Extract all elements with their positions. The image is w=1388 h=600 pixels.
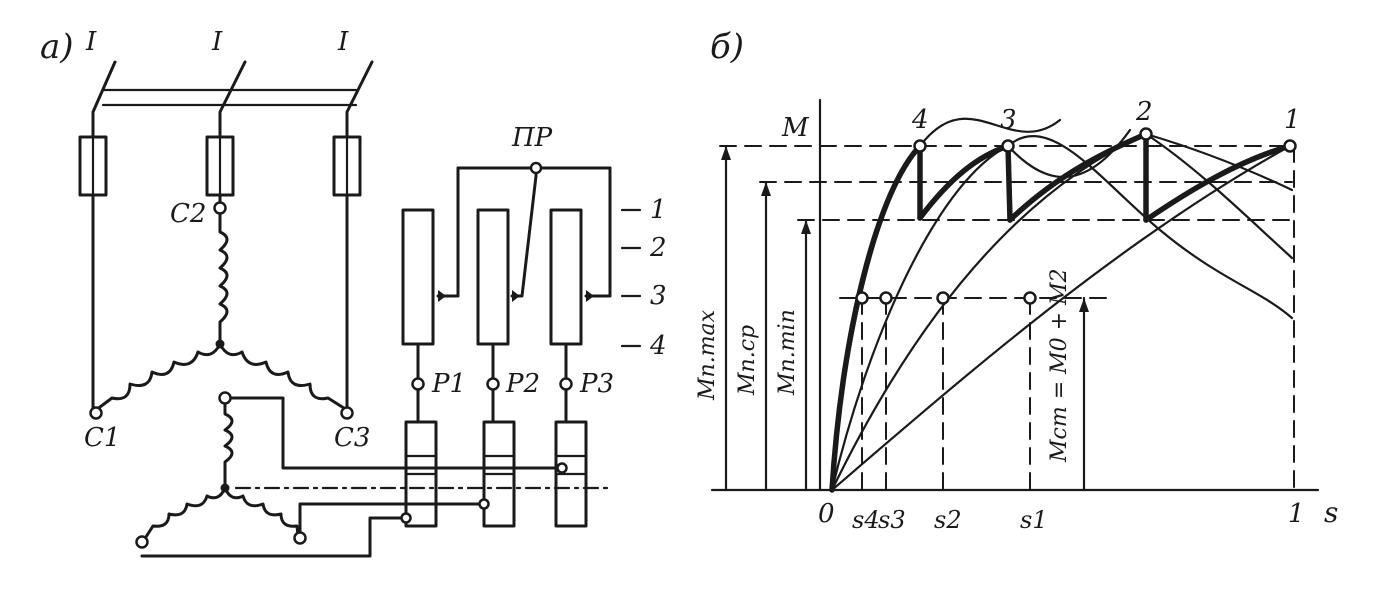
label-m-max: Мп.max — [695, 309, 720, 401]
rotor-winding — [135, 391, 612, 558]
tick-label-s2: s2 — [934, 506, 962, 534]
curve-points — [855, 127, 1297, 305]
y-axis-label: М — [781, 113, 810, 143]
tick-label-1: 1 — [1288, 499, 1305, 529]
switch-label: ПР — [511, 123, 553, 153]
curve-1-tail — [1144, 132, 1294, 192]
panel-a-label: а) — [40, 27, 74, 67]
terminal-c1: С1 — [84, 423, 120, 453]
position-label-4: 4 — [649, 331, 667, 361]
resistor-label-3: Р3 — [579, 369, 614, 399]
curve-label-1: 1 — [1284, 105, 1301, 135]
label-m-min: Мп.min — [775, 309, 800, 396]
resistor-label-2: Р2 — [505, 369, 540, 399]
curve-3 — [830, 135, 1294, 492]
moment-dimensions — [721, 144, 1089, 492]
tick-label-s3: s3 — [878, 506, 906, 534]
panel-b-label: б) — [710, 27, 744, 67]
curve-label-3: 3 — [1000, 105, 1017, 135]
stator-winding — [89, 201, 354, 420]
starting-rheostats — [401, 161, 642, 424]
curve-label-2: 2 — [1135, 97, 1153, 127]
tick-label-s1: s1 — [1020, 506, 1048, 534]
fuses — [78, 135, 362, 412]
phase-mark-3: I — [337, 27, 349, 57]
position-label-3: 3 — [650, 281, 667, 311]
tick-label-s4: s4 — [852, 506, 880, 534]
terminal-c3: С3 — [334, 423, 370, 453]
panel-b-characteristics: б) М s Мп.max Мп.ср Мп.min Мст = М0 + М2 — [695, 27, 1338, 534]
position-label-2: 2 — [649, 233, 667, 263]
x-axis-label: s — [1324, 496, 1338, 529]
tick-label-0: 0 — [818, 499, 835, 529]
label-m-static: Мст = М0 + М2 — [1047, 268, 1072, 463]
main-switch — [91, 60, 374, 137]
curve-2 — [830, 132, 1294, 492]
position-label-1: 1 — [650, 195, 667, 225]
label-m-avg: Мп.ср — [735, 325, 760, 396]
slip-rings — [400, 420, 588, 528]
phase-mark-2: I — [211, 27, 223, 57]
phase-mark-1: I — [85, 27, 97, 57]
curve-1 — [830, 144, 1292, 492]
terminal-c2: С2 — [170, 199, 206, 229]
resistor-label-1: Р1 — [431, 369, 466, 399]
curve-label-4: 4 — [911, 105, 929, 135]
curve-4 — [830, 117, 1062, 492]
panel-a-circuit: а) I I I С2 С1 — [40, 27, 667, 558]
